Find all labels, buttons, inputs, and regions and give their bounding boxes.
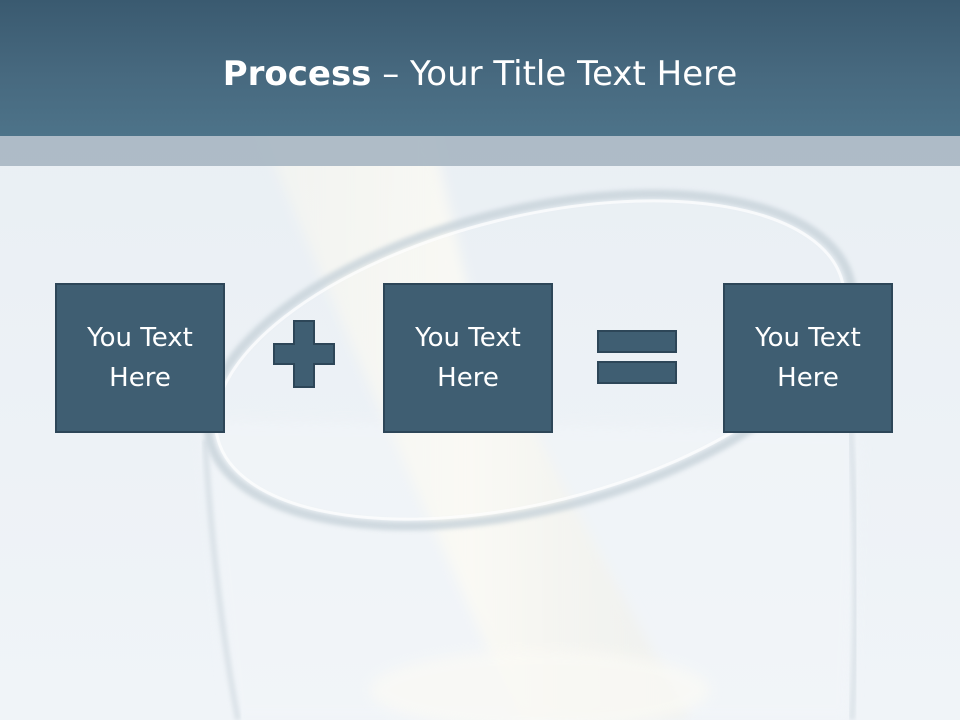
slide-title-rest: – Your Title Text Here <box>371 54 738 94</box>
plus-icon <box>273 320 335 388</box>
slide-title-bold: Process <box>222 54 372 94</box>
process-box-1-text: You Text Here <box>87 323 193 393</box>
process-box-1[interactable]: You Text Here <box>55 283 225 433</box>
equals-icon <box>597 330 677 384</box>
process-box-3[interactable]: You Text Here <box>723 283 893 433</box>
title-bar-strip <box>0 136 960 166</box>
process-box-2-text: You Text Here <box>415 323 521 393</box>
process-box-2[interactable]: You Text Here <box>383 283 553 433</box>
slide-title[interactable]: Process – Your Title Text Here <box>0 52 960 96</box>
process-box-3-text: You Text Here <box>755 323 861 393</box>
title-bar <box>0 0 960 136</box>
